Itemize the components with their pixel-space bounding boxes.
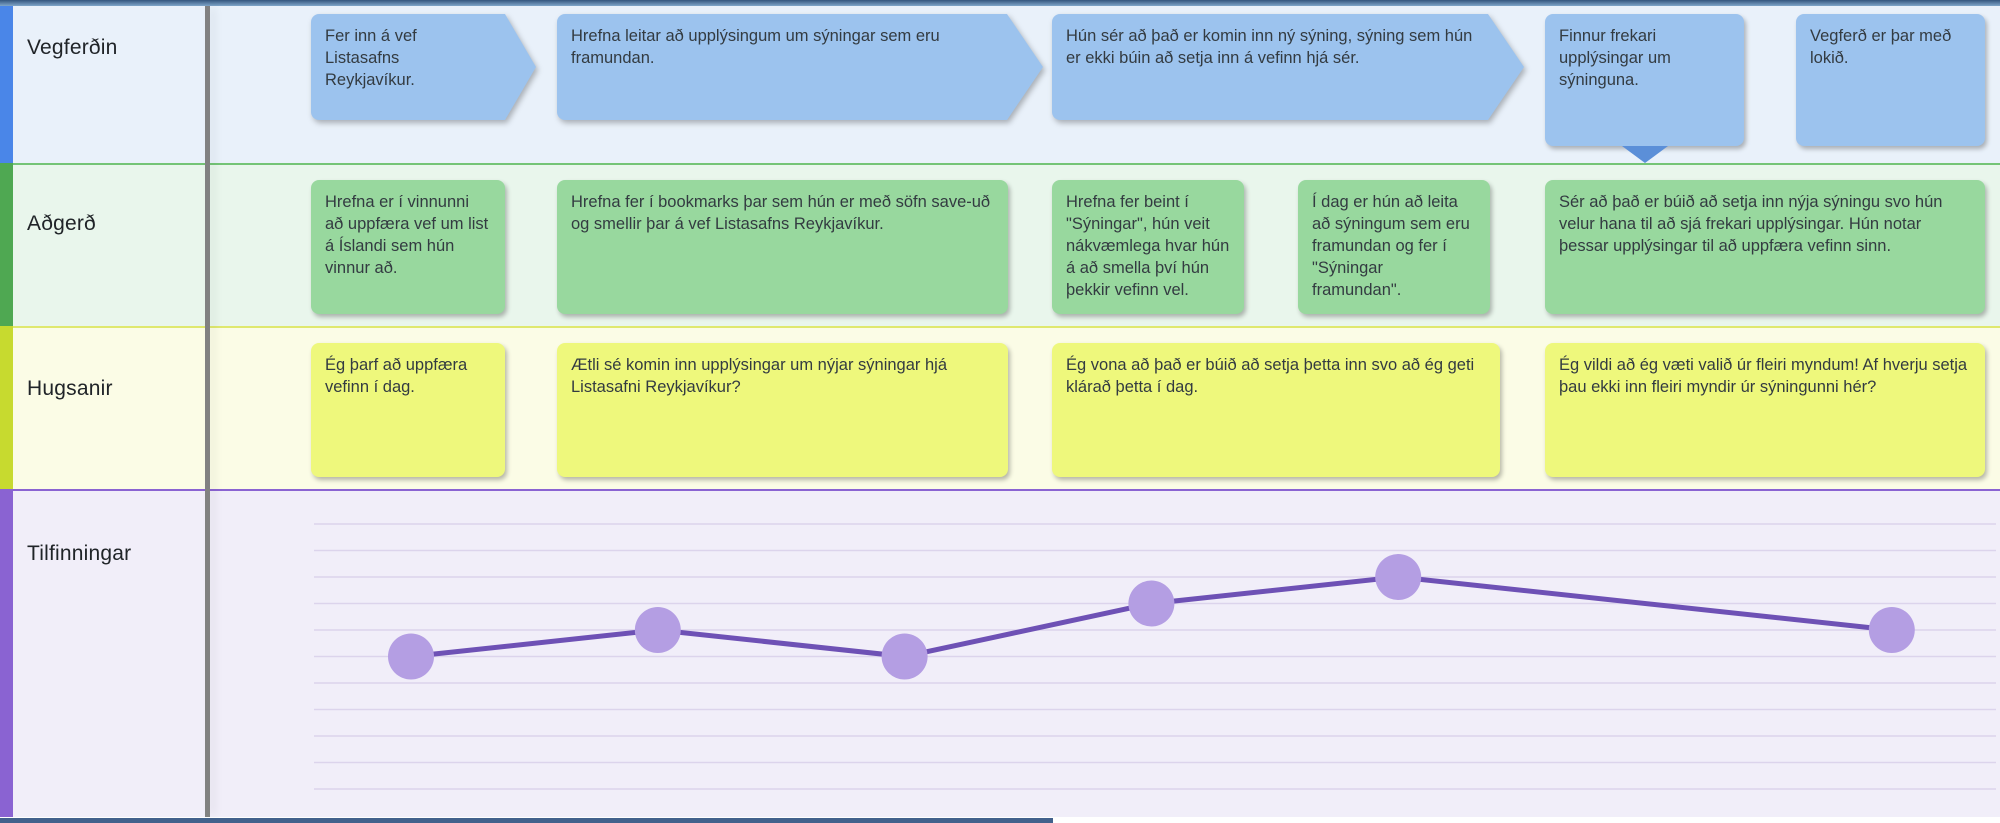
row-journey-accent-strip: [0, 6, 13, 163]
row-label-thoughts: Hugsanir: [27, 377, 113, 400]
emotion-point[interactable]: [634, 607, 681, 653]
journey-step-box[interactable]: Hrefna leitar að upplýsingum um sýningar…: [557, 14, 1043, 120]
row-actions-accent-strip: [0, 163, 13, 326]
row-journey-content: Fer inn á vef Listasafns Reykjavíkur. Hr…: [210, 6, 2000, 163]
row-label-actions: Aðgerð: [27, 212, 96, 235]
row-thoughts-label-cell: Hugsanir: [0, 328, 205, 489]
row-thoughts: Hugsanir Ég þarf að uppfæra vefinn í dag…: [0, 326, 2000, 489]
row-thoughts-content: Ég þarf að uppfæra vefinn í dag. Ætli sé…: [210, 328, 2000, 489]
action-note[interactable]: Í dag er hún að leita að sýningum sem er…: [1298, 180, 1490, 314]
row-journey-label-cell: Vegferðin: [0, 6, 205, 163]
emotion-point[interactable]: [881, 633, 928, 680]
action-note[interactable]: Hrefna fer í bookmarks þar sem hún er me…: [557, 180, 1008, 314]
thought-note[interactable]: Ætli sé komin inn upplýsingar um nýjar s…: [557, 343, 1008, 477]
label-column-divider: [205, 6, 210, 817]
action-note[interactable]: Hrefna er í vinnunni að uppfæra vef um l…: [311, 180, 505, 314]
thought-note[interactable]: Ég vona að það er búið að setja þetta in…: [1052, 343, 1500, 477]
emotion-chart: [314, 523, 1996, 790]
row-emotions-label-cell: Tilfinningar: [0, 491, 205, 817]
thought-note[interactable]: Ég vildi að ég væti valið úr fleiri mynd…: [1545, 343, 1985, 477]
journey-step-box[interactable]: Finnur frekari upplýsingar um sýninguna.: [1545, 14, 1744, 146]
emotion-line: [410, 574, 1893, 660]
emotion-point[interactable]: [1375, 554, 1422, 600]
row-label-journey: Vegferðin: [27, 36, 118, 59]
row-actions: Aðgerð Hrefna er í vinnunni að uppfæra v…: [0, 163, 2000, 326]
row-actions-content: Hrefna er í vinnunni að uppfæra vef um l…: [210, 165, 2000, 326]
row-emotions-content: [210, 491, 2000, 817]
thought-note[interactable]: Ég þarf að uppfæra vefinn í dag.: [311, 343, 505, 477]
journey-step-box[interactable]: Fer inn á vef Listasafns Reykjavíkur.: [311, 14, 536, 120]
emotion-point[interactable]: [1868, 607, 1915, 653]
journey-step-box[interactable]: Vegferð er þar með lokið.: [1796, 14, 1985, 146]
row-label-emotions: Tilfinningar: [27, 542, 132, 565]
row-emotions-accent-strip: [0, 489, 13, 817]
row-thoughts-accent-strip: [0, 326, 13, 489]
journey-step-box[interactable]: Hún sér að það er komin inn ný sýning, s…: [1052, 14, 1524, 120]
row-actions-label-cell: Aðgerð: [0, 165, 205, 326]
row-emotions: Tilfinningar: [0, 489, 2000, 817]
action-note[interactable]: Hrefna fer beint í "Sýningar", hún veit …: [1052, 180, 1244, 314]
action-note[interactable]: Sér að það er búið að setja inn nýja sýn…: [1545, 180, 1985, 314]
row-journey: Vegferðin Fer inn á vef Listasafns Reykj…: [0, 6, 2000, 163]
window-bottom-edge: [0, 818, 1053, 823]
board-top-border: [0, 0, 2000, 6]
emotion-point[interactable]: [1128, 580, 1175, 627]
emotion-point[interactable]: [388, 633, 434, 680]
